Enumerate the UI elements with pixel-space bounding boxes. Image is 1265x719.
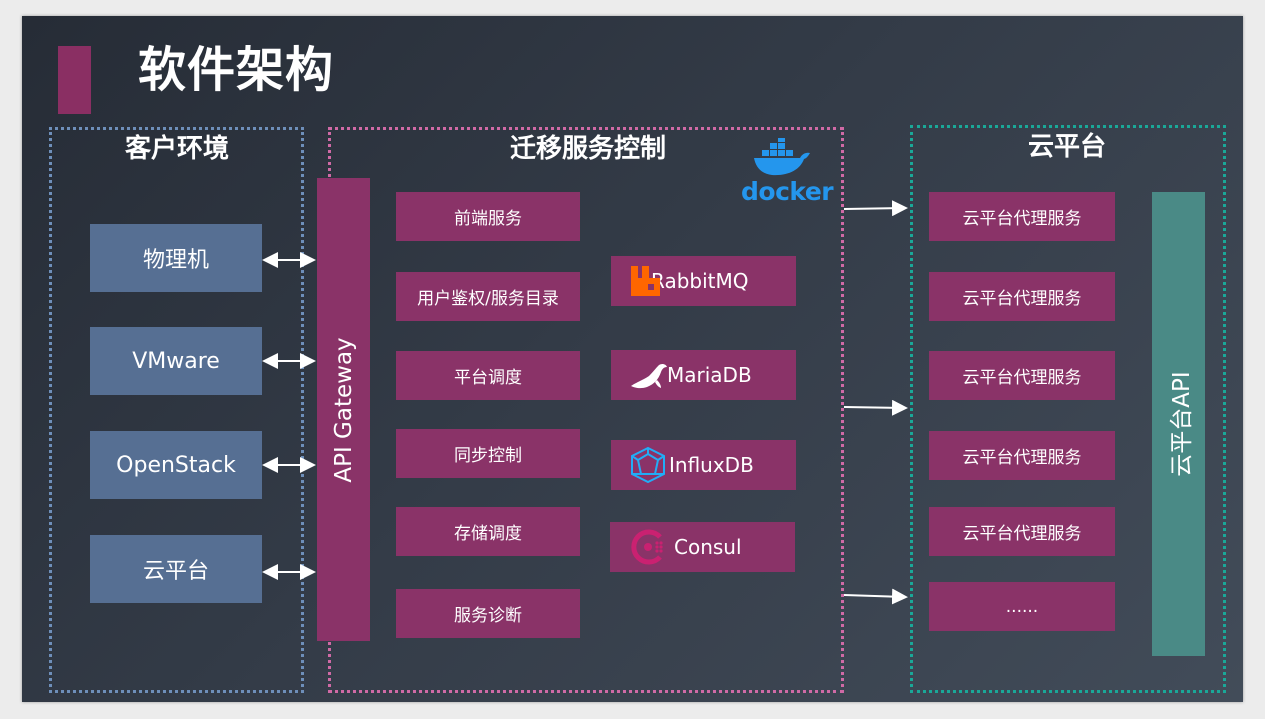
- client-box-cloud: 云平台: [90, 535, 262, 603]
- service-platform-scheduling: 平台调度: [396, 351, 580, 400]
- cloud-proxy-service-3: 云平台代理服务: [929, 351, 1115, 400]
- component-influxdb: InfluxDB: [611, 440, 796, 490]
- influxdb-icon: [631, 446, 665, 484]
- docker-label: docker: [741, 177, 834, 206]
- api-gateway: API Gateway: [317, 178, 370, 641]
- connector-arrows: [262, 200, 908, 605]
- consul-icon: [631, 529, 663, 565]
- title-accent-bar: [58, 46, 91, 114]
- cloud-proxy-service-4: 云平台代理服务: [929, 431, 1115, 480]
- service-sync-control: 同步控制: [396, 429, 580, 478]
- rabbitmq-icon: [631, 266, 660, 296]
- component-mariadb: MariaDB: [611, 350, 796, 400]
- cloud-more-services: ......: [929, 582, 1115, 631]
- service-storage-scheduling: 存储调度: [396, 507, 580, 556]
- service-frontend: 前端服务: [396, 192, 580, 241]
- arrow-to-cloud-middle: [843, 399, 908, 416]
- slide: 软件架构 客户环境 迁移服务控制 云平台 物理机 VMware OpenStac…: [22, 16, 1243, 702]
- influxdb-label: InfluxDB: [669, 453, 754, 477]
- client-box-physical: 物理机: [90, 224, 262, 292]
- cloud-proxy-service-5: 云平台代理服务: [929, 507, 1115, 556]
- cloud-proxy-service-1: 云平台代理服务: [929, 192, 1115, 241]
- page-title: 软件架构: [138, 42, 335, 98]
- mariadb-label: MariaDB: [667, 363, 752, 387]
- rabbitmq-label: RabbitMQ: [651, 269, 749, 293]
- migration-region-title: 迁移服务控制: [509, 134, 666, 164]
- arrow-to-cloud-top: [843, 200, 908, 217]
- consul-label: Consul: [674, 535, 742, 559]
- client-region-title: 客户环境: [124, 134, 229, 164]
- cloud-region-title: 云平台: [1027, 132, 1106, 162]
- arrow-to-cloud-bottom: [843, 588, 908, 605]
- docker-whale-icon: [754, 138, 810, 176]
- cloud-api: 云平台API: [1152, 192, 1205, 656]
- service-diagnostics: 服务诊断: [396, 589, 580, 638]
- client-region: [49, 127, 304, 693]
- component-consul: Consul: [610, 522, 795, 572]
- service-auth-catalog: 用户鉴权/服务目录: [396, 272, 580, 321]
- cloud-proxy-service-2: 云平台代理服务: [929, 272, 1115, 321]
- cloud-region: [910, 125, 1226, 693]
- component-rabbitmq: RabbitMQ: [611, 256, 796, 306]
- mariadb-seal-icon: [631, 363, 667, 389]
- client-box-vmware: VMware: [90, 327, 262, 395]
- client-box-openstack: OpenStack: [90, 431, 262, 499]
